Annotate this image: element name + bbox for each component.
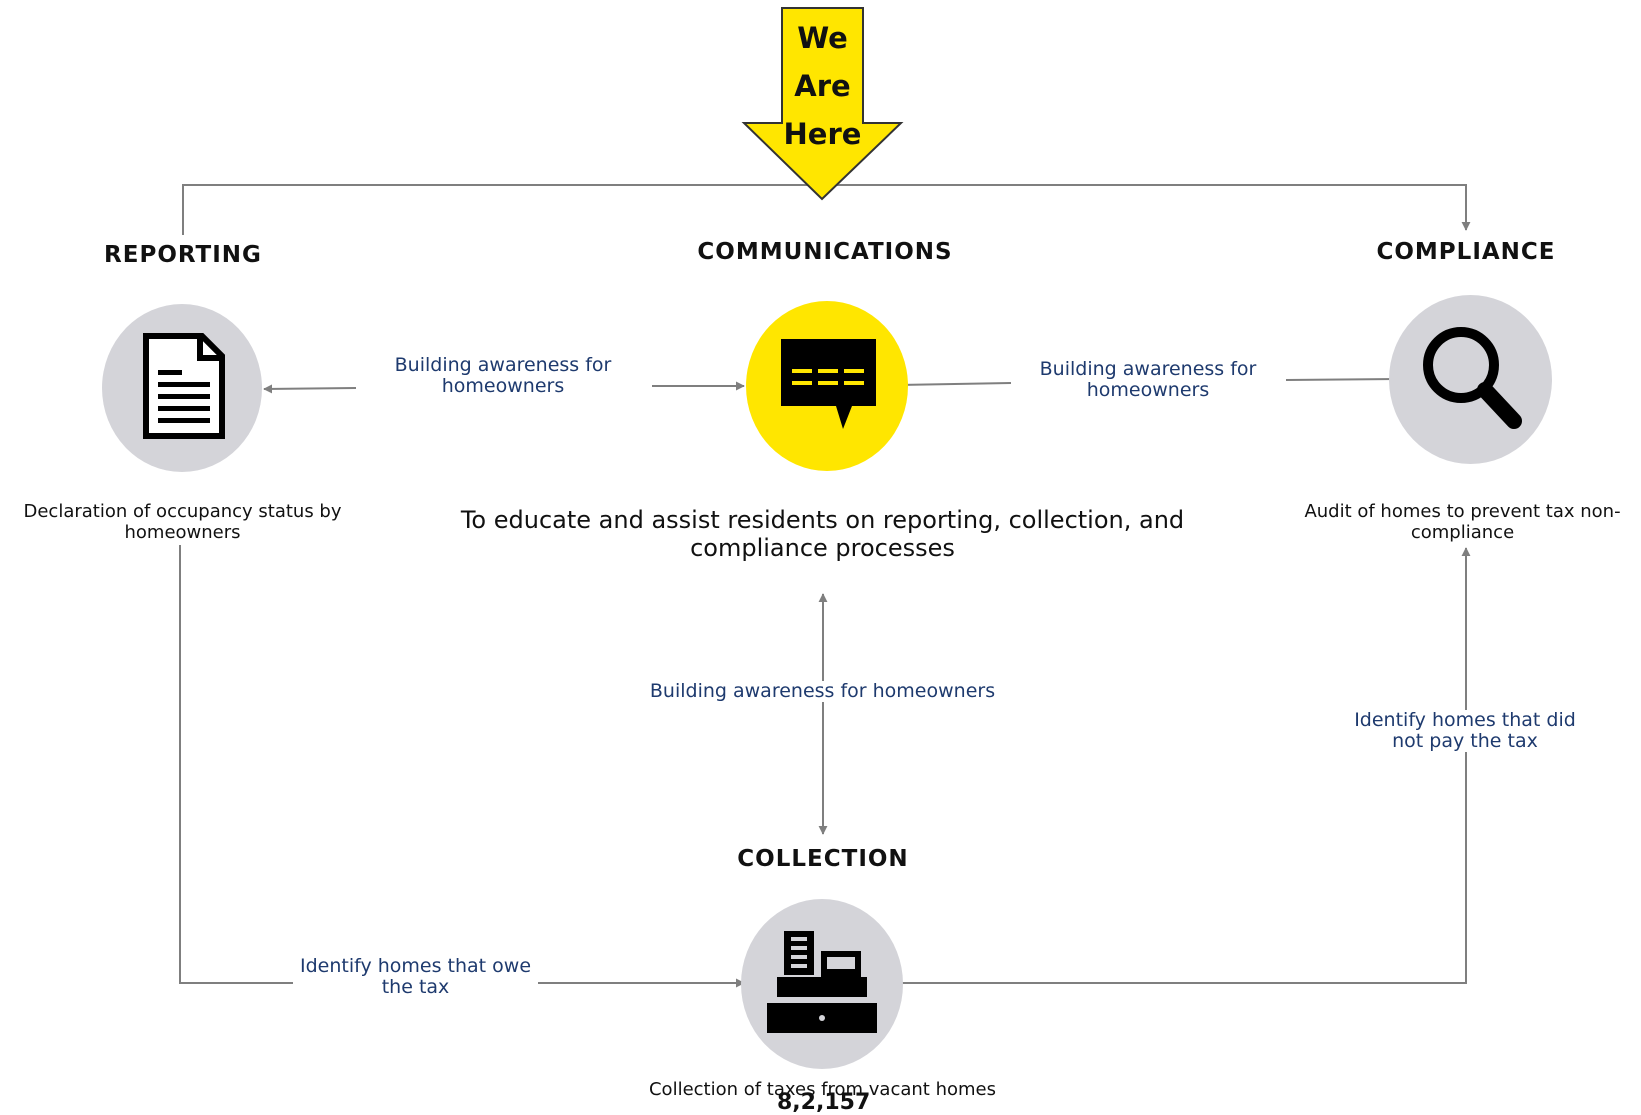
- we-are-here-marker: We Are Here: [740, 6, 905, 202]
- reporting-node: [102, 304, 262, 472]
- edge-label-reporting-to-collection: Identify homes that owe the tax: [293, 956, 538, 998]
- compliance-node: [1389, 295, 1552, 464]
- compliance-title: COMPLIANCE: [1376, 239, 1556, 265]
- cash-register-icon: [767, 931, 877, 1033]
- communications-description: To educate and assist residents on repor…: [460, 506, 1185, 562]
- arrow-reporting-to-collection: [179, 545, 745, 988]
- collection-node: [741, 899, 903, 1069]
- edge-label-comm-to-reporting: Building awareness for homeowners: [357, 355, 649, 397]
- arrow-collection-to-compliance: [891, 547, 1471, 984]
- compliance-description: Audit of homes to prevent tax non-compli…: [1304, 501, 1621, 543]
- document-icon: [143, 333, 225, 439]
- edge-label-comm-collection: Building awareness for homeowners: [640, 681, 1005, 702]
- magnifier-icon: [1423, 327, 1522, 429]
- edge-label-comm-to-compliance: Building awareness for homeowners: [1013, 359, 1283, 401]
- marker-line-2: Are: [794, 69, 851, 103]
- footer-number: 8,2,157: [777, 1090, 871, 1115]
- chat-bubble-icon: [781, 339, 876, 429]
- reporting-description: Declaration of occupancy status by homeo…: [23, 501, 342, 543]
- line-compliance-to-comm: [897, 380, 1012, 390]
- arrow-comm-to-reporting: [263, 384, 357, 394]
- marker-line-1: We: [797, 21, 848, 55]
- arrow-to-compliance: [1285, 374, 1399, 384]
- edge-label-collection-to-compliance: Identify homes that did not pay the tax: [1350, 710, 1580, 752]
- communications-title: COMMUNICATIONS: [697, 239, 953, 265]
- collection-title: COLLECTION: [737, 846, 909, 872]
- communications-node: [746, 301, 908, 471]
- down-arrow-icon: [741, 7, 904, 201]
- collection-description: Collection of taxes from vacant homes: [648, 1079, 996, 1100]
- marker-line-3: Here: [783, 117, 862, 151]
- reporting-title: REPORTING: [104, 242, 262, 268]
